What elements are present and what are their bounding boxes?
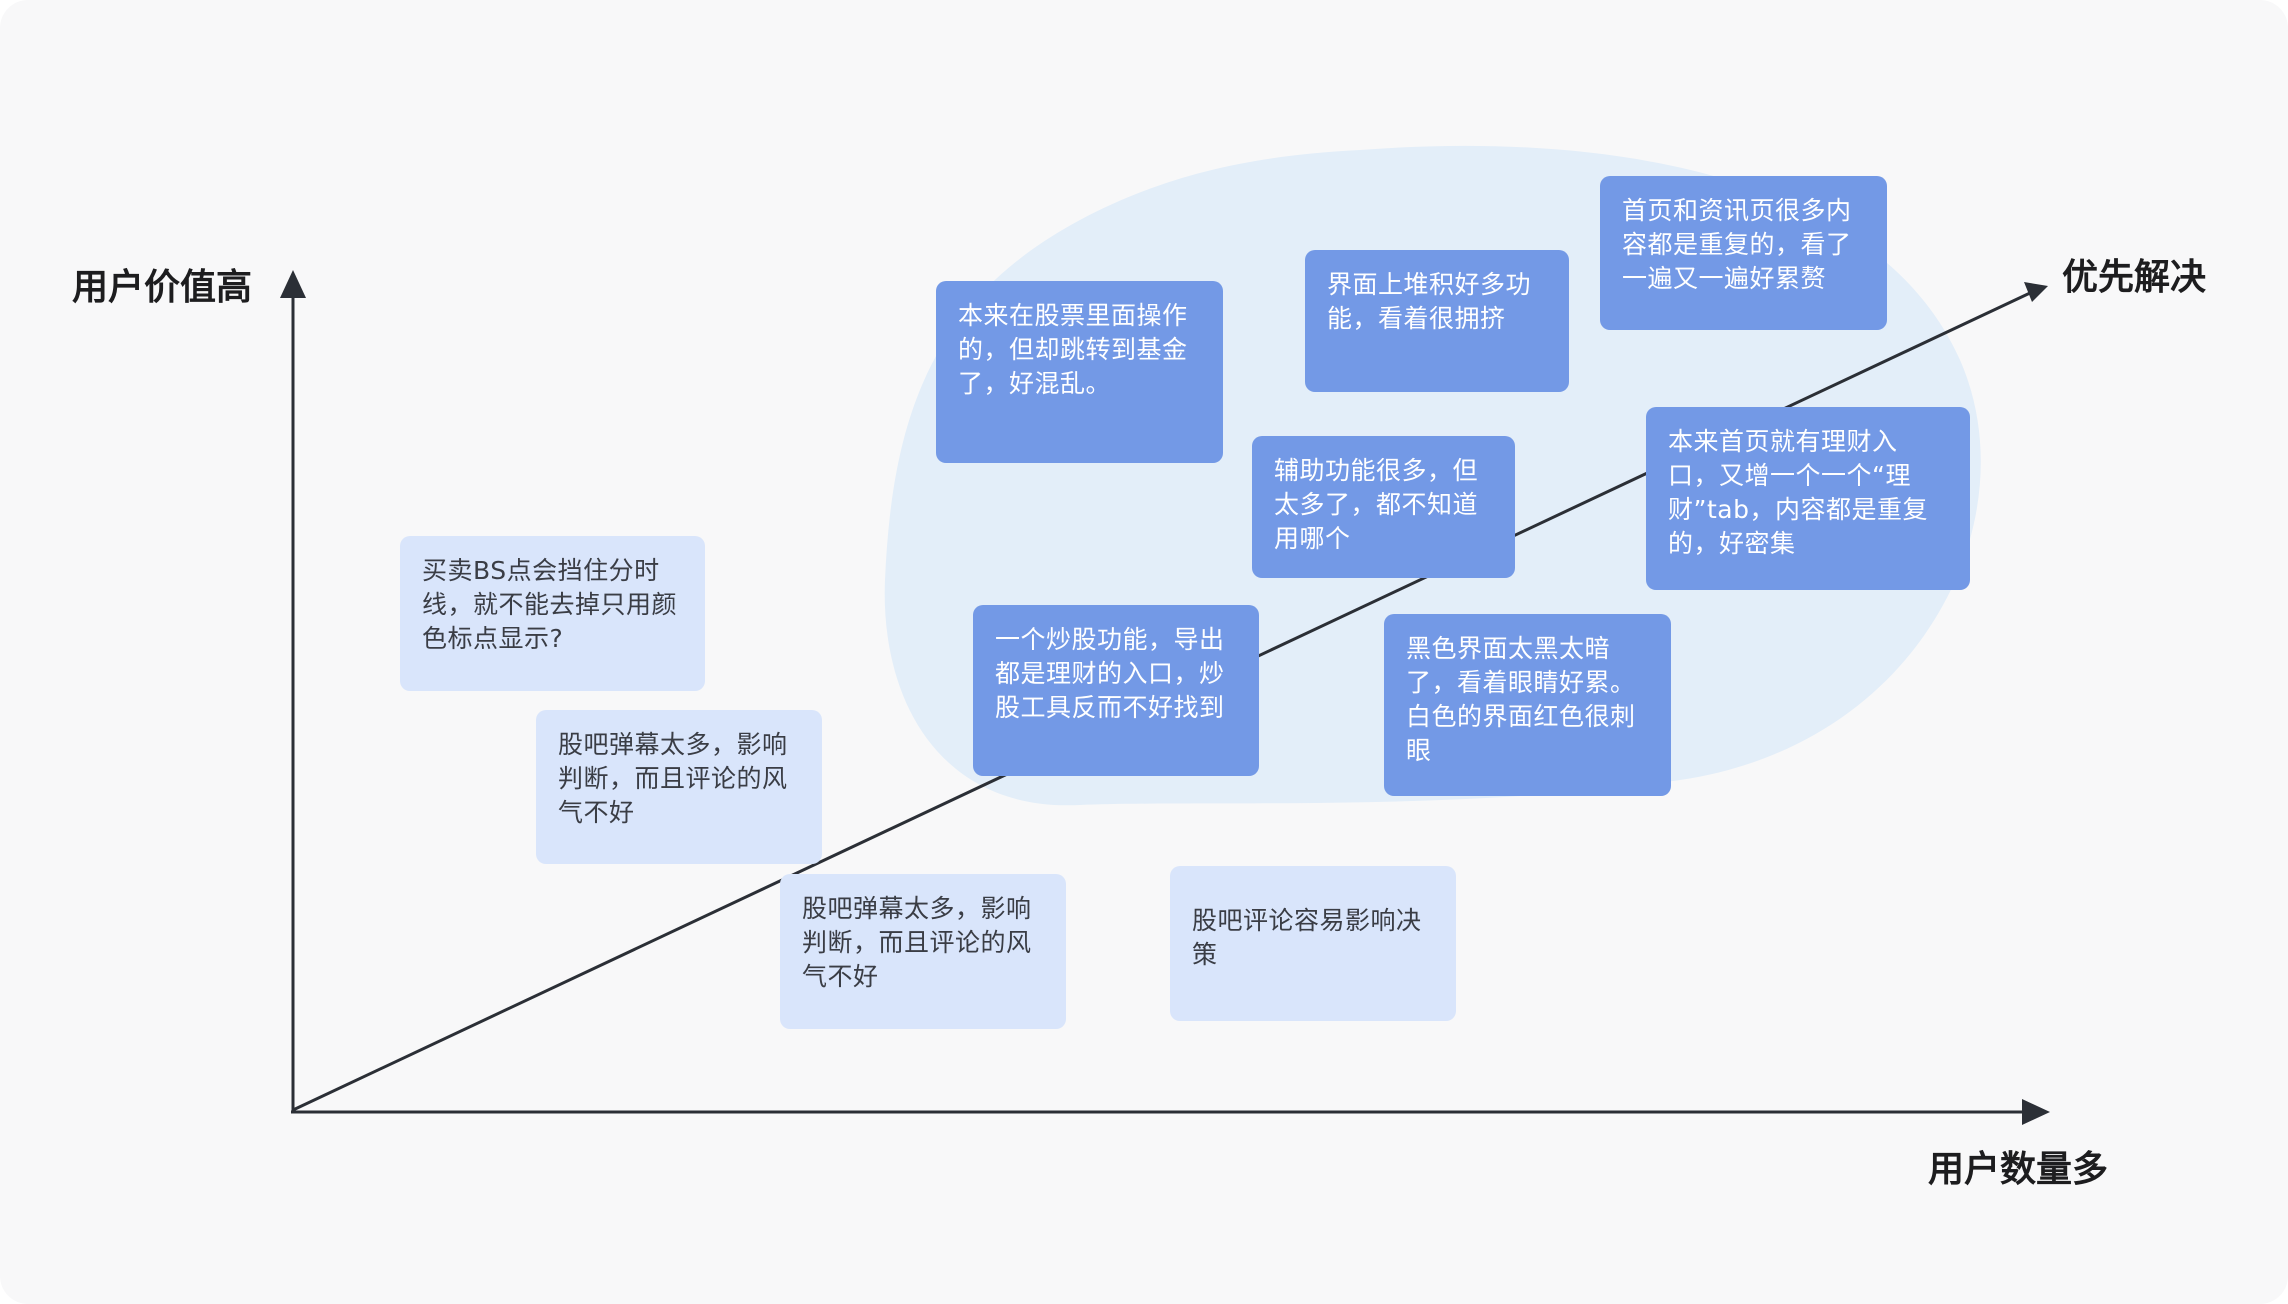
feedback-card-forum-danmaku-1: 股吧弹幕太多，影响判断，而且评论的风气不好 [536,710,822,864]
priority-label: 优先解决 [2062,257,2207,298]
x-axis-arrow-head [2022,1099,2050,1125]
feedback-card-bs-points: 买卖BS点会挡住分时线，就不能去掉只用颜色标点显示? [400,536,705,691]
feedback-card-crowded-interface: 界面上堆积好多功能，看着很拥挤 [1305,250,1569,392]
feedback-card-stock-fund-jump: 本来在股票里面操作的，但却跳转到基金了，好混乱。 [936,281,1223,463]
feedback-card-too-many-tools: 辅助功能很多，但太多了，都不知道用哪个 [1252,436,1515,578]
diagonal-arrow-head [2024,282,2048,302]
feedback-card-forum-danmaku-2: 股吧弹幕太多，影响判断，而且评论的风气不好 [780,874,1066,1029]
feedback-card-trading-entry: 一个炒股功能，导出都是理财的入口，炒股工具反而不好找到 [973,605,1259,776]
feedback-card-duplicate-content: 首页和资讯页很多内容都是重复的，看了一遍又一遍好累赘 [1600,176,1887,330]
feedback-card-forum-comments: 股吧评论容易影响决策 [1170,866,1456,1021]
feedback-card-finance-tab: 本来首页就有理财入口，又增一个一个“理财”tab，内容都是重复的，好密集 [1646,407,1970,590]
x-axis-label: 用户数量多 [1928,1149,2109,1190]
y-axis-label: 用户价值高 [72,267,253,308]
y-axis-arrow-head [280,270,306,298]
feedback-card-dark-theme: 黑色界面太黑太暗了，看着眼睛好累。白色的界面红色很刺眼 [1384,614,1671,796]
